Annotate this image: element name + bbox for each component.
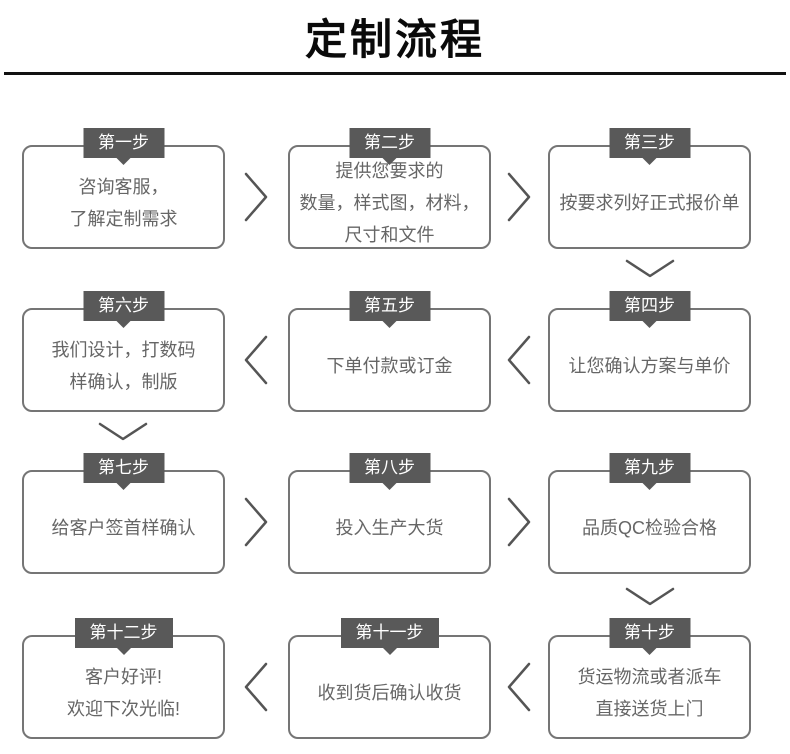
step-badge-8: 第八步 [349,453,430,483]
step-badge-9: 第九步 [609,453,690,483]
step-text-10: 货运物流或者派车 直接送货上门 [577,667,722,719]
step-badge-12: 第十二步 [74,618,173,648]
step-badge-5: 第五步 [349,291,430,321]
step-badge-11: 第十一步 [340,618,439,648]
chevron-right-icon [243,171,269,223]
chevron-left-icon [243,661,269,713]
step-text-4: 让您确认方案与单价 [568,356,731,376]
step-box-2: 第二步 提供您要求的 数量，样式图，材料， 尺寸和文件 [288,128,491,249]
chevron-right-icon [243,496,269,548]
step-box-11: 第十一步 收到货后确认收货 [288,618,491,739]
step-box-5: 第五步 下单付款或订金 [288,291,491,412]
step-text-8: 投入生产大货 [335,518,444,538]
step-box-6: 第六步 我们设计，打数码 样确认，制版 [22,291,225,412]
chevron-left-icon [243,334,269,386]
step-text-12: 客户好评! 欢迎下次光临! [66,667,180,719]
step-text-5: 下单付款或订金 [326,356,453,376]
step-text-3: 按要求列好正式报价单 [559,193,740,213]
step-box-9: 第九步 品质QC检验合格 [548,453,751,574]
chevron-right-icon [506,171,532,223]
step-box-12: 第十二步 客户好评! 欢迎下次光临! [22,618,225,739]
page-title: 定制流程 [304,16,485,63]
step-box-4: 第四步 让您确认方案与单价 [548,291,751,412]
step-badge-10: 第十步 [609,618,690,648]
step-badge-4: 第四步 [609,291,690,321]
chevron-down-icon [97,421,149,443]
step-text-1: 咨询客服， 了解定制需求 [69,177,178,229]
chevron-down-icon [624,258,676,280]
step-box-7: 第七步 给客户签首样确认 [22,453,225,574]
step-badge-1: 第一步 [83,128,164,158]
chevron-down-icon [624,586,676,608]
chevron-left-icon [506,334,532,386]
chevron-right-icon [506,496,532,548]
step-badge-2: 第二步 [349,128,430,158]
step-badge-6: 第六步 [83,291,164,321]
step-badge-3: 第三步 [609,128,690,158]
step-badge-7: 第七步 [83,453,164,483]
step-box-1: 第一步 咨询客服， 了解定制需求 [22,128,225,249]
chevron-left-icon [506,661,532,713]
step-text-6: 我们设计，打数码 样确认，制版 [51,340,196,392]
step-text-9: 品质QC检验合格 [582,518,717,538]
title-divider [4,72,786,75]
step-text-7: 给客户签首样确认 [51,518,196,538]
step-box-3: 第三步 按要求列好正式报价单 [548,128,751,249]
step-box-10: 第十步 货运物流或者派车 直接送货上门 [548,618,751,739]
step-text-11: 收到货后确认收货 [317,683,462,703]
step-box-8: 第八步 投入生产大货 [288,453,491,574]
step-text-2: 提供您要求的 数量，样式图，材料， 尺寸和文件 [299,161,480,245]
